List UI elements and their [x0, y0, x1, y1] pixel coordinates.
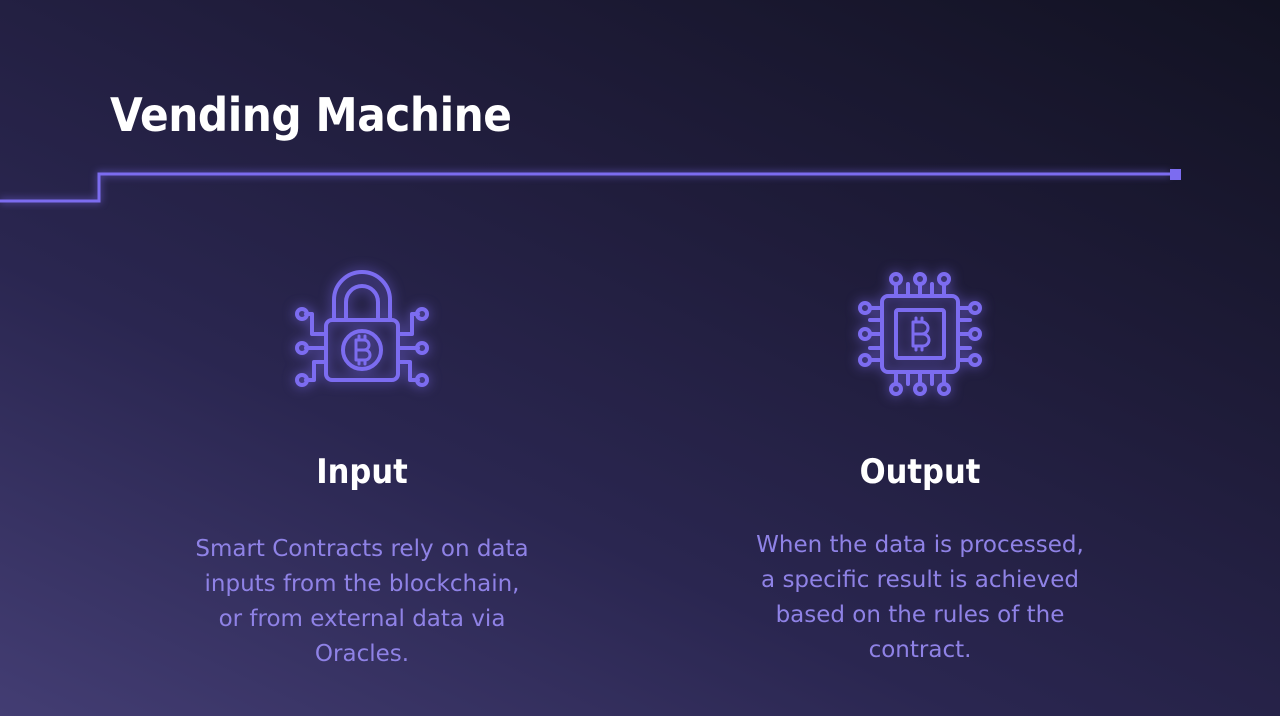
input-description: Smart Contracts rely on data inputs from… — [195, 536, 529, 667]
output-title: Output — [859, 452, 981, 492]
input-title: Input — [316, 452, 408, 492]
bitcoin-chip-icon — [850, 262, 990, 402]
output-description: When the data is processed, a specific r… — [756, 532, 1084, 663]
circuit-end-node — [1170, 169, 1181, 180]
circuit-divider-line — [0, 169, 1181, 203]
bitcoin-lock-circuit-icon — [292, 262, 432, 402]
slide-title: Vending Machine — [110, 88, 512, 142]
output-column: Output When the data is processed, a spe… — [740, 262, 1100, 663]
input-column: Input Smart Contracts rely on data input… — [182, 262, 542, 667]
